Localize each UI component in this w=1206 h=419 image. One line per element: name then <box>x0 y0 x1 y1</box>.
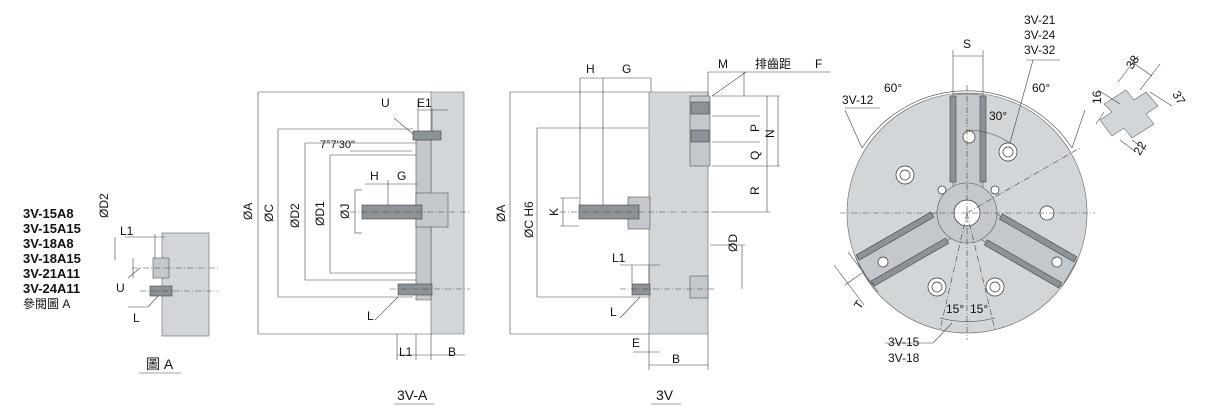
view-3v-f-label: F <box>815 57 822 71</box>
view-3v-caption: 3V <box>656 387 674 403</box>
tooth-profile <box>1099 89 1159 139</box>
view-3v-r-label: R <box>748 186 762 195</box>
view-3v-l-label: L <box>610 305 617 319</box>
tooth-38-label: 38 <box>1123 52 1142 71</box>
mount-hole <box>1051 256 1063 268</box>
mount-hole <box>990 185 1000 195</box>
figure-a-bolt <box>149 285 173 297</box>
figure-a-l-label: L <box>133 311 140 325</box>
model-item: 3V-24A11 <box>23 281 80 296</box>
view-3va <box>257 91 470 405</box>
view-3v-k-label: K <box>547 208 561 216</box>
view-3v-jaw-tooth-1 <box>690 101 710 115</box>
view-3va-u-label: U <box>381 96 390 110</box>
view-3v-p-label: P <box>748 124 762 132</box>
model-item: 3V-18A15 <box>23 251 81 266</box>
front-30-label: 30° <box>989 109 1007 123</box>
figure-a-body <box>161 232 210 337</box>
jaw-rail <box>983 239 1063 289</box>
model-item: 3V-15A15 <box>23 221 81 236</box>
figure-a-l1-label: L1 <box>120 224 134 238</box>
front-model-bottom-2: 3V-18 <box>888 351 920 365</box>
mount-hole <box>877 256 889 268</box>
view-3va-h-label: H <box>370 169 379 183</box>
front-t-label: T <box>851 297 867 312</box>
view-3va-d2-label: ØD2 <box>288 203 302 228</box>
model-item: 3V-15A8 <box>23 206 74 221</box>
view-3v-bottom-plug <box>689 275 709 299</box>
tooth-16-label: 16 <box>1090 90 1104 104</box>
view-3v-jaw-tooth-2 <box>690 129 710 143</box>
front-view <box>833 50 1095 344</box>
mount-hole <box>989 281 1001 293</box>
mount-hole <box>1002 146 1014 158</box>
view-3va-angle-label: 7°7'30" <box>320 139 355 151</box>
mount-hole <box>937 185 947 195</box>
tooth-detail <box>1095 55 1173 153</box>
view-3va-b-label: B <box>448 345 456 359</box>
figure-a-caption: 圖 A <box>146 356 174 372</box>
view-3v-d-label: ØD <box>726 234 740 252</box>
front-model-12-label: 3V-12 <box>842 93 874 107</box>
front-15-left-label: 15° <box>946 302 964 316</box>
jaw-rail <box>855 211 935 261</box>
view-3va-caption: 3V-A <box>397 387 428 403</box>
view-3va-j-label: ØJ <box>338 204 352 219</box>
view-3v-e-label: E <box>632 336 640 350</box>
mount-hole <box>962 130 976 144</box>
view-3v <box>509 71 830 405</box>
jaw-rail <box>870 237 950 287</box>
view-3va-a-label: ØA <box>241 203 255 220</box>
jaw-rail-top-left <box>949 95 957 183</box>
front-model-top-3: 3V-32 <box>1024 43 1056 57</box>
tooth-22-label: 22 <box>1130 139 1149 158</box>
view-3va-d1-label: ØD1 <box>313 201 327 226</box>
figure-a-model-list: 3V-15A8 3V-15A15 3V-18A8 3V-18A15 3V-21A… <box>23 206 81 311</box>
front-15-right-label: 15° <box>970 302 988 316</box>
figure-a-u-label: U <box>116 281 125 295</box>
view-3va-l1-label: L1 <box>399 345 413 359</box>
view-3v-b-label: B <box>672 352 680 366</box>
view-3v-a-label: ØA <box>494 205 508 222</box>
view-3v-c-label: ØC H6 <box>522 201 536 238</box>
front-model-top-1: 3V-21 <box>1024 13 1056 27</box>
model-item: 3V-21A11 <box>23 266 80 281</box>
figure-a-d2-label: ØD2 <box>97 193 111 218</box>
view-3v-h-label: H <box>586 62 595 76</box>
jaw-rail <box>998 213 1078 263</box>
figure-a-note: 參閱圖 A <box>23 296 70 311</box>
view-3va-e1-label: E1 <box>417 96 432 110</box>
view-3va-top-jaw <box>412 130 442 141</box>
view-3va-bottom-bolt <box>397 283 433 296</box>
model-item: 3V-18A8 <box>23 236 74 251</box>
front-model-top-2: 3V-24 <box>1024 28 1056 42</box>
view-3v-n-label: N <box>763 129 777 138</box>
front-s-label: S <box>963 37 971 51</box>
front-60-left-label: 60° <box>884 81 902 95</box>
tooth-37-label: 37 <box>1169 89 1188 108</box>
view-3v-g-label: G <box>622 62 631 76</box>
view-3v-bottom-bolt <box>631 283 651 296</box>
figure-a <box>114 232 218 374</box>
view-3v-m-label: M <box>718 57 728 71</box>
mount-hole <box>899 169 911 181</box>
view-3va-c-label: ØC <box>262 204 276 222</box>
view-3v-q-label: Q <box>748 151 762 160</box>
mount-hole <box>931 281 943 293</box>
front-model-bottom-1: 3V-15 <box>888 335 920 349</box>
view-3va-g-label: G <box>397 169 406 183</box>
view-3v-l1-label: L1 <box>612 251 626 265</box>
jaw-rail-top-right <box>979 95 987 183</box>
view-3va-l-label: L <box>367 309 374 323</box>
view-3v-pitch-label: 排齒距 <box>755 57 791 71</box>
front-60-right-label: 60° <box>1032 81 1050 95</box>
